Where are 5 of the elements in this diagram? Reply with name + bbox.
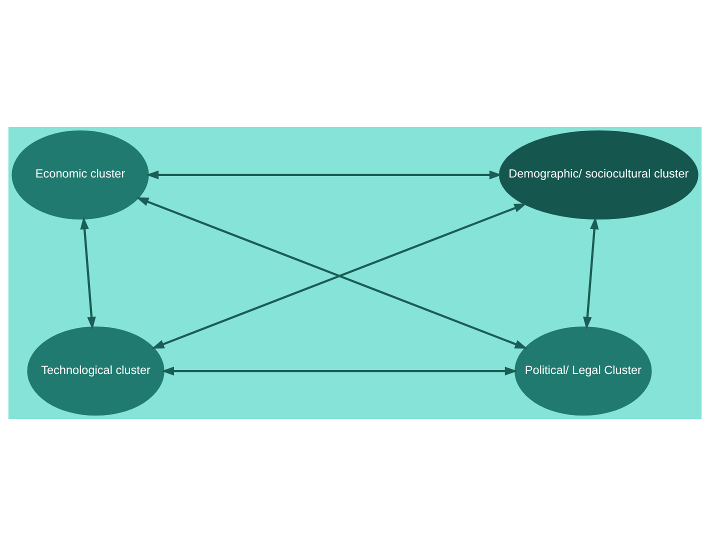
arrow	[583, 216, 599, 329]
node-ellipse: Demographic/ sociocultural cluster	[498, 129, 700, 220]
arrow	[146, 170, 502, 179]
arrow	[80, 216, 96, 329]
arrow	[161, 366, 518, 375]
